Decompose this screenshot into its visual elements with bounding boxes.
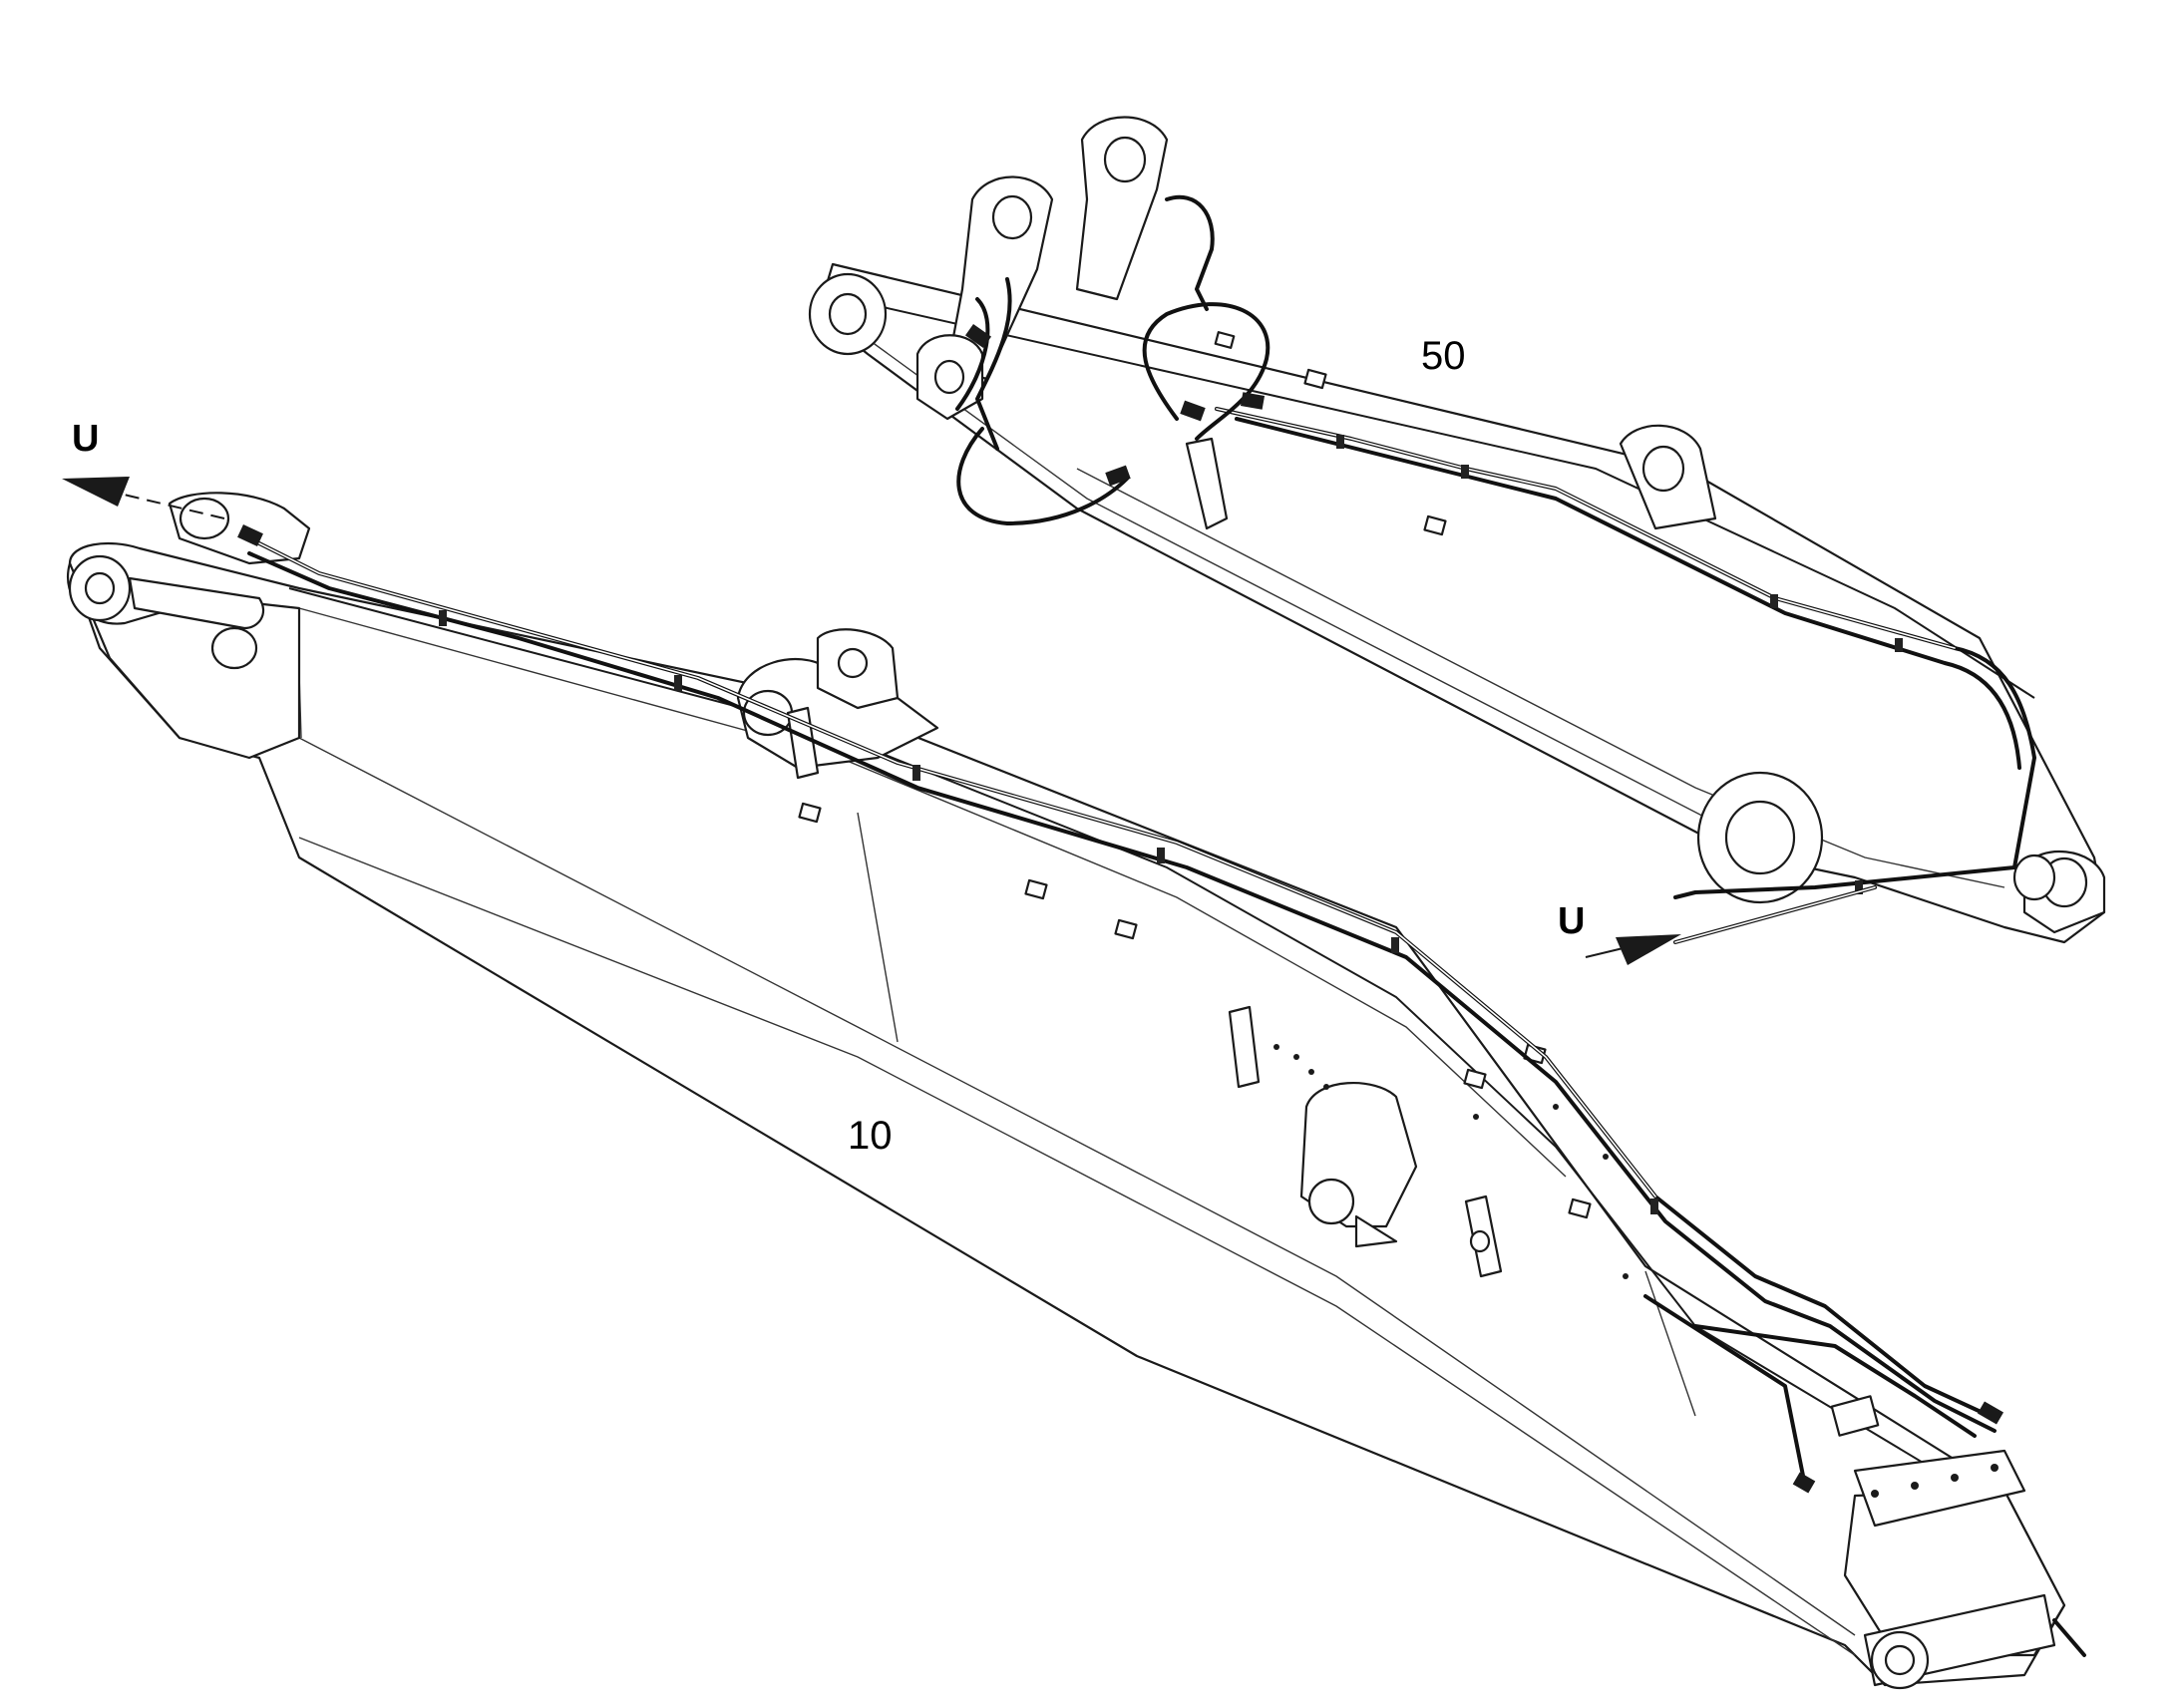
boom-bottom-edge	[298, 837, 1856, 1656]
boom-fitting	[237, 524, 263, 546]
boom-fitting	[1977, 1401, 2004, 1425]
boom-manifold-plate	[1853, 1449, 2026, 1528]
arrow-left-shaft	[119, 493, 225, 519]
boom-small-bracket-bore	[1469, 1229, 1491, 1253]
boom-left-disc	[210, 626, 258, 670]
boom-pad	[1114, 918, 1138, 940]
arm-hose-loop-lower	[956, 427, 1129, 525]
arm-bracket-front-bore	[991, 194, 1033, 240]
arrow-right-label: U	[1558, 900, 1585, 942]
arm-bracket-rear-bore	[1103, 136, 1147, 183]
boom-rivet	[1293, 1054, 1299, 1060]
boom-manifold-bolt	[1871, 1490, 1879, 1498]
arrow-left-head	[62, 477, 130, 507]
boom-rivet	[1308, 1069, 1314, 1075]
arm-pad	[1303, 368, 1327, 390]
boom-left-slot-plate	[128, 576, 265, 630]
arm-hose-bracket-1	[1165, 195, 1215, 311]
boom-rivet	[1273, 1044, 1279, 1050]
boom-pad	[1568, 1197, 1592, 1219]
boom-assembly	[67, 492, 2086, 1690]
boom-upper-flange	[298, 607, 1567, 1178]
boom-bottom-eye-bore	[1884, 1644, 1916, 1676]
callout-arm: 50	[1421, 334, 1466, 378]
boom-hose-b	[247, 551, 1997, 1433]
boom-left-eye-bore	[84, 571, 116, 605]
callout-boom: 10	[848, 1114, 893, 1158]
arm-fitting	[1240, 392, 1266, 410]
boom-link-bar	[1228, 1005, 1261, 1089]
boom-mid-top-boss-bore	[837, 647, 869, 679]
boom-hose-clamp	[1650, 1198, 1658, 1214]
boom-hose-clamp	[1391, 937, 1399, 953]
arm-hose-clamp	[1336, 435, 1344, 449]
boom-manifold-bolt	[1991, 1464, 1998, 1472]
direction-arrow-left: U	[62, 418, 225, 519]
boom-tail-hose	[2052, 1618, 2086, 1657]
boom-hose-clamp	[912, 765, 920, 781]
boom-pad	[1463, 1068, 1487, 1090]
arm-fitting	[964, 323, 992, 349]
arm-hose-clamp	[1855, 880, 1863, 894]
boom-hose-clamp	[1157, 848, 1165, 863]
boom-panel-line	[1644, 1270, 1696, 1417]
boom-hose-clamp	[674, 675, 682, 691]
arm-assembly	[808, 116, 2106, 944]
arm-right-lug-upper-bore	[1641, 445, 1685, 493]
boom-rivet	[1323, 1084, 1329, 1090]
arm-link-plate	[1185, 437, 1229, 530]
arm-lug-lower-bore	[933, 359, 965, 395]
boom-hose-clamp	[439, 610, 447, 626]
arm-hose-clamp	[1895, 638, 1903, 652]
arm-fitting	[1105, 465, 1131, 487]
boom-rivet	[1553, 1104, 1559, 1110]
arm-hose-upper-right-core	[1216, 408, 1956, 649]
boom-hose-d	[1643, 1294, 1807, 1488]
arm-pad	[1214, 331, 1236, 349]
boom-manifold-bolt	[1951, 1474, 1959, 1482]
arm-hose-clamp	[1461, 465, 1469, 479]
arm-hose-upper-right-2	[1235, 417, 2021, 770]
direction-arrow-right: U	[1558, 900, 1681, 965]
arm-hose-clamp	[1770, 594, 1778, 608]
boom-hose-c	[1693, 1324, 1977, 1438]
boom-pad	[798, 802, 822, 824]
arrow-right-head	[1616, 934, 1681, 965]
arm-pad	[1423, 514, 1447, 536]
arm-fitting	[1180, 400, 1206, 422]
boom-fitting	[1792, 1472, 1816, 1494]
boom-mid-lug	[736, 658, 939, 770]
boom-pad	[1024, 878, 1048, 900]
boom-rivet	[1623, 1273, 1629, 1279]
boom-pivot-fin	[1354, 1214, 1398, 1248]
arm-left-eye-bore	[828, 292, 868, 336]
boom-panel-line	[857, 812, 899, 1043]
boom-beam-body	[68, 541, 2066, 1687]
arm-outlet-hose-core	[1674, 886, 1876, 943]
arm-pivot-boss-inner	[1724, 800, 1796, 875]
boom-upper-left-lug-bore	[179, 497, 230, 540]
arm-hose-loop	[1142, 302, 1271, 441]
boom-valve-block	[1830, 1395, 1880, 1437]
boom-hose-a-core	[248, 537, 1656, 1197]
arm-hose-bracket-2	[975, 277, 1012, 451]
boom-rivet	[1603, 1154, 1609, 1160]
arrow-left-label: U	[72, 418, 99, 460]
boom-rivet	[1473, 1114, 1479, 1120]
boom-manifold-bolt	[1911, 1482, 1919, 1490]
arm-top-edge	[847, 298, 2035, 699]
boom-pivot-bracket-bore	[1307, 1178, 1355, 1225]
arm-right-lug-lower-bore2	[2012, 854, 2056, 901]
arm-beam-body	[816, 262, 2106, 944]
boom-lower-flange	[298, 737, 1856, 1636]
arm-hose-bracket-3	[955, 297, 990, 411]
